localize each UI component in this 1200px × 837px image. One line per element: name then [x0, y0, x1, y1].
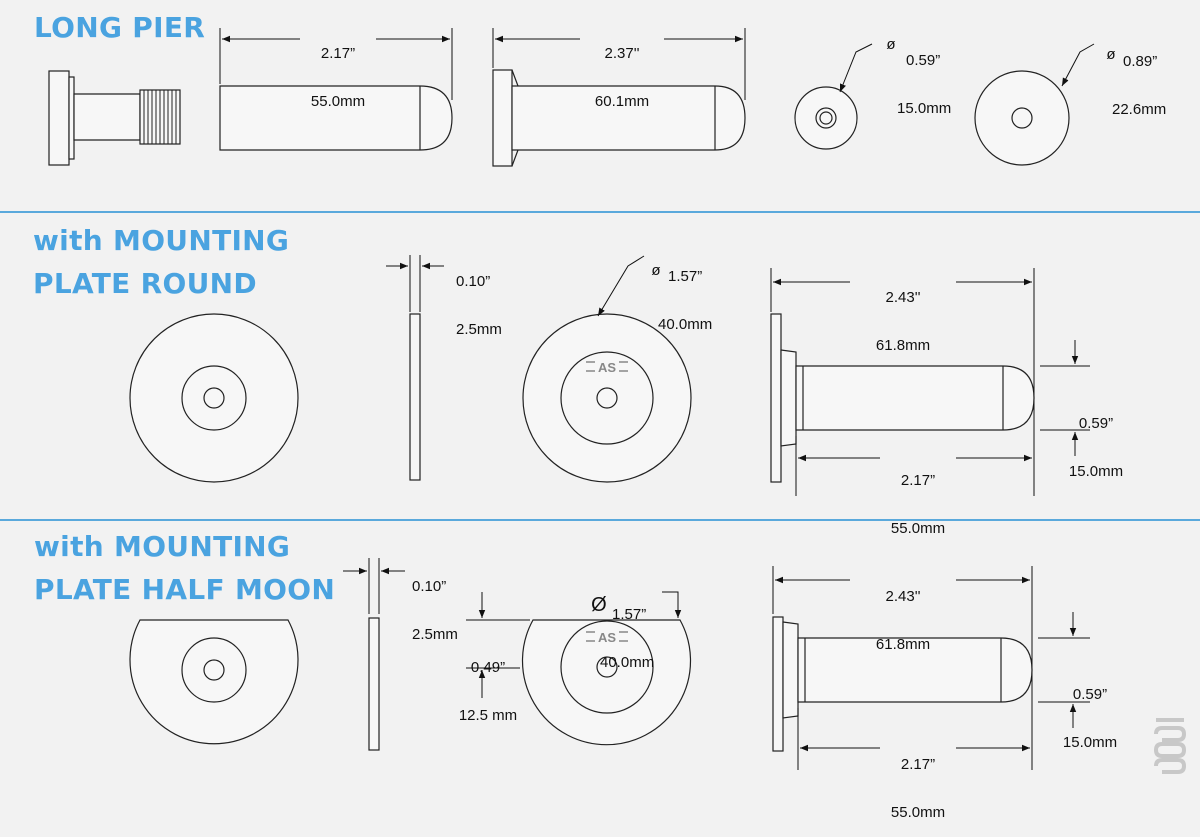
dim-assembly-pier-length: 2.17” 55.0mm — [880, 441, 956, 553]
dim-metric: 55.0mm — [890, 804, 946, 821]
title-line-1: with MOUNTING — [33, 224, 290, 257]
dim-imperial: 2.17” — [900, 756, 936, 773]
title-line-1: with MOUNTING — [34, 530, 291, 563]
dim-imperial: 2.43'' — [885, 289, 921, 306]
dim-metric: 15.0mm — [897, 100, 952, 117]
dim-plate-diameter-symbol: ø — [643, 247, 661, 279]
dim-imperial: 2.17” — [320, 45, 356, 62]
dim-metric: 55.0mm — [310, 93, 366, 110]
dim-metric: 2.5mm — [412, 626, 458, 643]
dim-assembly-total-length: 2.43'' 61.8mm — [850, 258, 956, 370]
dim-metric: 61.8mm — [875, 337, 931, 354]
dim-plate-diameter: 1.57” 40.0mm — [600, 575, 654, 687]
dim-plate-diameter-symbol: Ø — [580, 575, 607, 615]
section-divider — [0, 519, 1200, 521]
dim-imperial: 2.37'' — [604, 45, 640, 62]
dim-metric: 61.8mm — [875, 636, 931, 653]
long-pier-threaded-side-view — [48, 70, 181, 166]
dim-imperial: 0.89” — [1123, 53, 1158, 70]
section-title-long-pier: LONG PIER — [34, 11, 206, 44]
dim-imperial: 0.59” — [906, 52, 941, 69]
dim-metric: 60.1mm — [594, 93, 650, 110]
half-moon-plate-edge-view — [368, 617, 380, 751]
dim-plate-thickness: 0.10” 2.5mm — [456, 242, 502, 354]
dim-assembly-pier-diameter: 0.59” 15.0mm — [1052, 655, 1128, 767]
dim-imperial: 0.59” — [1078, 415, 1114, 432]
dim-assembly-pier-length: 2.17” 55.0mm — [880, 725, 956, 837]
head-end-view — [974, 70, 1070, 166]
dim-imperial: 0.10” — [412, 578, 447, 595]
dim-imperial: 0.10” — [456, 273, 491, 290]
dim-metric: 40.0mm — [658, 316, 713, 333]
dim-head-diameter-values: 0.89” 22.6mm — [1112, 22, 1166, 134]
long-pier-shaft-view — [219, 85, 453, 151]
dim-assembly-total-length: 2.43'' 61.8mm — [850, 557, 956, 669]
dim-imperial: 2.43'' — [885, 588, 921, 605]
dim-plate-diameter: 1.57” 40.0mm — [658, 237, 712, 349]
diameter-symbol: Ø — [591, 594, 607, 616]
as-mark-dashes — [586, 361, 628, 642]
half-moon-plate-marked-view — [521, 619, 692, 746]
title-line-2: PLATE HALF MOON — [34, 573, 336, 606]
round-plate-assembly-side-view — [770, 313, 1035, 483]
round-plate-marked-view — [522, 313, 692, 483]
dim-metric: 12.5 mm — [458, 707, 518, 724]
long-pier-with-head-view — [492, 69, 746, 167]
dim-total-length: 2.37'' 60.1mm — [580, 14, 664, 126]
pier-end-view — [794, 86, 858, 150]
dim-metric: 2.5mm — [456, 321, 502, 338]
dim-assembly-pier-diameter: 0.59” 15.0mm — [1058, 384, 1134, 496]
brand-logo-icon — [1154, 718, 1187, 774]
dim-metric: 40.0mm — [600, 654, 655, 671]
round-plate-edge-view — [409, 313, 421, 481]
technical-drawing: AS AS — [48, 28, 1095, 770]
section-title-plate-half-moon: with MOUNTING PLATE HALF MOON — [34, 525, 335, 611]
dim-cut-height: 0.49” 12.5 mm — [448, 628, 528, 740]
dim-plate-thickness: 0.10” 2.5mm — [412, 547, 458, 659]
diameter-symbol: ø — [886, 36, 896, 53]
section-divider — [0, 211, 1200, 213]
dim-metric: 15.0mm — [1062, 734, 1118, 751]
dim-imperial: 1.57” — [668, 268, 703, 285]
dim-head-diameter: ø — [1098, 31, 1116, 63]
dim-metric: 22.6mm — [1112, 101, 1167, 118]
dim-imperial: 2.17” — [900, 472, 936, 489]
plate-mark-round: AS — [598, 360, 616, 375]
dim-pier-diameter: ø — [878, 21, 896, 53]
section-title-plate-round: with MOUNTING PLATE ROUND — [33, 219, 289, 305]
round-plate-front-view — [129, 313, 299, 483]
diameter-symbol: ø — [651, 262, 661, 279]
dim-metric: 15.0mm — [1068, 463, 1124, 480]
diameter-symbol: ø — [1106, 46, 1116, 63]
title-line-2: PLATE ROUND — [33, 267, 257, 300]
dim-imperial: 1.57” — [612, 606, 647, 623]
dim-metric: 55.0mm — [890, 520, 946, 537]
dim-imperial: 0.49” — [470, 659, 506, 676]
half-moon-plate-front-view — [129, 619, 299, 745]
dim-pier-length: 2.17” 55.0mm — [300, 14, 376, 126]
dim-pier-diameter-values: 0.59” 15.0mm — [897, 21, 951, 133]
dim-imperial: 0.59” — [1072, 686, 1108, 703]
plate-mark-half-moon: AS — [598, 630, 616, 645]
